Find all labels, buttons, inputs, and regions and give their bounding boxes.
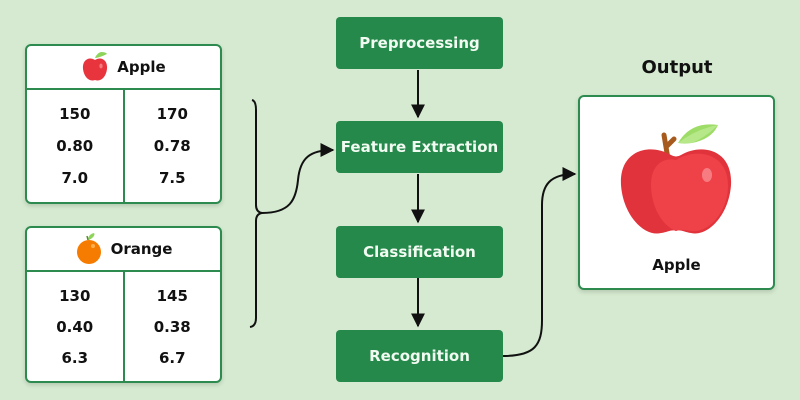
value: 130 [59,286,91,305]
step-recognition: Recognition [336,330,503,382]
apple-card-title: Apple [117,58,166,76]
output-card: Apple [578,95,775,290]
value: 7.5 [158,169,186,187]
apple-input-card: Apple 150 0.80 7.0 170 0.78 7.5 [25,44,222,204]
output-label: Apple [652,256,701,274]
value: 0.38 [153,317,191,336]
value: 145 [156,286,188,305]
value: 150 [59,105,91,123]
value: 7.0 [61,169,89,187]
arrow-recognition-to-output [502,167,577,357]
apple-icon [620,124,732,234]
value: 0.80 [56,137,94,155]
orange-sample-2: 145 0.38 6.7 [122,272,221,381]
orange-sample-1: 130 0.40 6.3 [27,272,123,381]
value: 0.78 [153,137,191,155]
value: 6.3 [61,348,89,367]
value: 0.40 [56,317,94,336]
orange-icon [76,233,101,264]
apple-icon [83,52,108,81]
step-classification: Classification [336,226,503,278]
apple-sample-1: 150 0.80 7.0 [27,90,123,202]
output-title: Output [641,57,713,78]
value: 6.7 [158,348,186,367]
orange-card-title: Orange [110,240,173,258]
orange-input-card: Orange 130 0.40 6.3 145 0.38 6.7 [25,226,222,383]
value: 170 [156,105,188,123]
apple-sample-2: 170 0.78 7.5 [122,90,221,202]
apple-card-header: Apple [27,46,220,90]
grouping-brace [249,99,263,328]
step-feature-extraction: Feature Extraction [336,121,503,173]
step-preprocessing: Preprocessing [336,17,503,69]
orange-card-header: Orange [27,228,220,272]
arrow-inputs-to-feature-extraction [261,143,335,214]
